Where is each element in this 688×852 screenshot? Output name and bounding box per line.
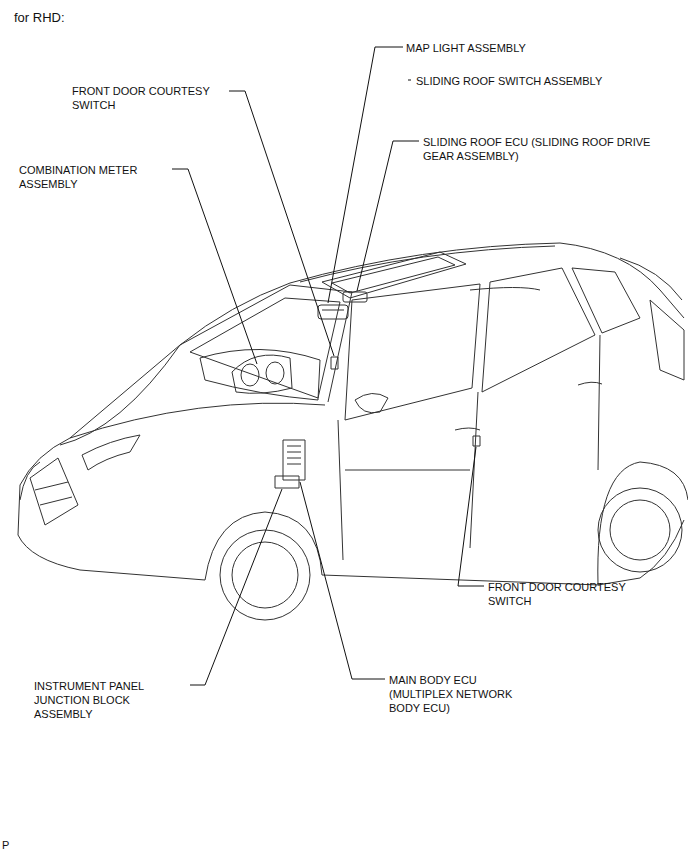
part-label: MAIN BODY ECU (MULTIPLEX NETWORK BODY EC… <box>389 673 539 715</box>
part-label: SLIDING ROOF SWITCH ASSEMBLY <box>416 74 656 88</box>
part-label: INSTRUMENT PANEL JUNCTION BLOCK ASSEMBLY <box>34 679 170 721</box>
diagram-title: for RHD: <box>14 10 65 26</box>
figure-code: P <box>2 838 32 852</box>
part-label: COMBINATION METER ASSEMBLY <box>19 163 169 191</box>
part-label: FRONT DOOR COURTESY SWITCH <box>72 84 222 112</box>
part-label: MAP LIGHT ASSEMBLY <box>406 41 646 55</box>
part-label: FRONT DOOR COURTESY SWITCH <box>488 580 638 608</box>
part-label: SLIDING ROOF ECU (SLIDING ROOF DRIVE GEA… <box>423 135 663 163</box>
